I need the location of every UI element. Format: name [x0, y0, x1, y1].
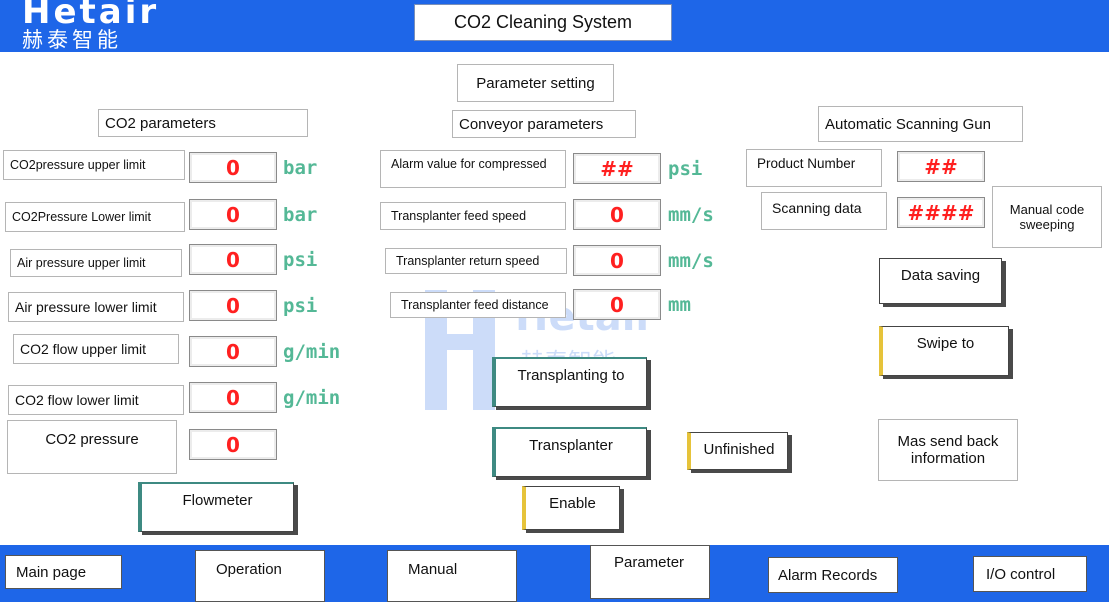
brand-logo-text: Hetair — [22, 0, 160, 32]
co2-flow-lower-limit-input[interactable]: 0 — [189, 382, 277, 413]
air-pressure-lower-limit-input[interactable]: 0 — [189, 290, 277, 321]
co2-pressure-lower-limit-input[interactable]: 0 — [189, 199, 277, 230]
data-saving-button[interactable]: Data saving — [879, 258, 1002, 304]
co2-pressure-lower-limit-unit: bar — [283, 204, 318, 226]
enable-button[interactable]: Enable — [522, 486, 620, 530]
tab-operation[interactable]: Operation — [195, 550, 325, 602]
product-number-input[interactable]: ## — [897, 151, 985, 182]
alarm-value-compressed-input[interactable]: ## — [573, 153, 661, 184]
tab-alarm-records[interactable]: Alarm Records — [768, 557, 898, 593]
co2-pressure-upper-limit-input[interactable]: 0 — [189, 152, 277, 183]
transplanting-to-button[interactable]: Transplanting to — [492, 357, 647, 407]
co2-pressure-upper-limit-label: CO2pressure upper limit — [3, 150, 185, 180]
tab-main-page-label: Main page — [16, 564, 87, 581]
tab-parameter[interactable]: Parameter — [590, 545, 710, 599]
tab-io-control-label: I/O control — [986, 566, 1056, 583]
transplanter-feed-speed-label: Transplanter feed speed — [380, 202, 566, 230]
tab-parameter-label: Parameter — [614, 554, 685, 571]
transplanter-feed-distance-label: Transplanter feed distance — [390, 292, 566, 318]
co2-parameters-heading: CO2 parameters — [98, 109, 308, 137]
page-title: CO2 Cleaning System — [414, 4, 672, 41]
transplanter-feed-distance-unit: mm — [668, 294, 691, 316]
tab-operation-label: Operation — [216, 561, 282, 578]
co2-flow-upper-limit-unit: g/min — [283, 341, 341, 363]
co2-pressure-upper-limit-unit: bar — [283, 157, 318, 179]
scanning-gun-heading: Automatic Scanning Gun — [818, 106, 1023, 142]
transplanter-feed-speed-unit: mm/s — [668, 204, 714, 226]
transplanter-button[interactable]: Transplanter — [492, 427, 647, 477]
co2-pressure-lower-limit-label: CO2Pressure Lower limit — [5, 202, 185, 232]
alarm-value-compressed-label: Alarm value for compressed — [380, 150, 566, 188]
air-pressure-lower-limit-label: Air pressure lower limit — [8, 292, 184, 322]
co2-flow-upper-limit-input[interactable]: 0 — [189, 336, 277, 367]
tab-manual[interactable]: Manual — [387, 550, 517, 602]
co2-flow-upper-limit-label: CO2 flow upper limit — [13, 334, 179, 364]
tab-io-control[interactable]: I/O control — [973, 556, 1087, 592]
alarm-value-compressed-unit: psi — [668, 158, 703, 180]
co2-flow-lower-limit-label: CO2 flow lower limit — [8, 385, 184, 415]
tab-manual-label: Manual — [408, 561, 458, 578]
tab-alarm-records-label: Alarm Records — [778, 567, 878, 584]
swipe-to-button[interactable]: Swipe to — [879, 326, 1009, 376]
manual-code-sweeping-button[interactable]: Manual code sweeping — [992, 186, 1102, 248]
bottom-nav-bar: Main page Operation Manual Parameter Ala… — [0, 545, 1109, 602]
co2-flow-lower-limit-unit: g/min — [283, 387, 341, 409]
mas-send-back-button[interactable]: Mas send back information — [878, 419, 1018, 481]
air-pressure-upper-limit-input[interactable]: 0 — [189, 244, 277, 275]
parameter-setting-heading: Parameter setting — [457, 64, 614, 102]
main-panel: Hetair 赫泰智能 Parameter setting CO2 parame… — [0, 52, 1109, 545]
conveyor-parameters-heading: Conveyor parameters — [452, 110, 636, 138]
scanning-data-input[interactable]: #### — [897, 197, 985, 228]
flowmeter-button[interactable]: Flowmeter — [138, 482, 294, 532]
co2-pressure-label: CO2 pressure — [7, 420, 177, 474]
transplanter-return-speed-label: Transplanter return speed — [385, 248, 567, 274]
brand-logo-chinese: 赫泰智能 — [22, 28, 122, 52]
product-number-label: Product Number — [746, 149, 882, 187]
air-pressure-lower-limit-unit: psi — [283, 295, 318, 317]
transplanter-return-speed-input[interactable]: 0 — [573, 245, 661, 276]
air-pressure-upper-limit-unit: psi — [283, 249, 318, 271]
co2-pressure-input[interactable]: 0 — [189, 429, 277, 460]
tab-main-page[interactable]: Main page — [5, 555, 122, 589]
air-pressure-upper-limit-label: Air pressure upper limit — [10, 249, 182, 277]
header-bar: Hetair 赫泰智能 CO2 Cleaning System — [0, 0, 1109, 52]
scanning-data-label: Scanning data — [761, 192, 887, 230]
transplanter-feed-speed-input[interactable]: 0 — [573, 199, 661, 230]
transplanter-feed-distance-input[interactable]: 0 — [573, 289, 661, 320]
unfinished-button[interactable]: Unfinished — [687, 432, 788, 470]
transplanter-return-speed-unit: mm/s — [668, 250, 714, 272]
